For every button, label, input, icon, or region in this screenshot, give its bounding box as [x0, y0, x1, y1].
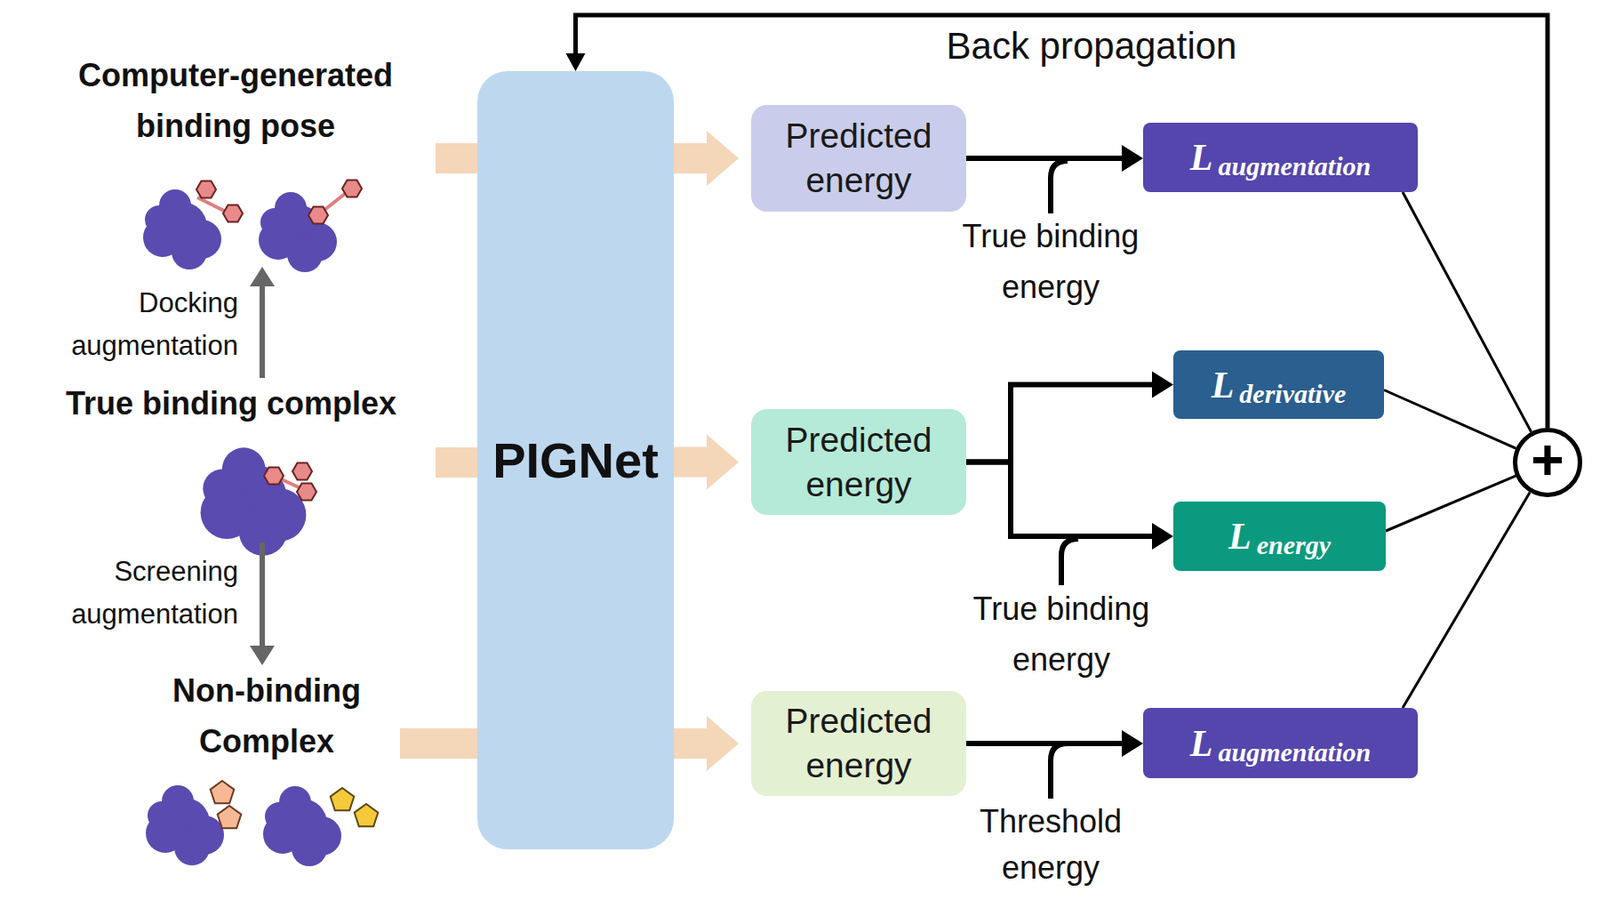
arrowhead: [706, 715, 739, 771]
loss-subscript: augmentation: [1217, 736, 1371, 768]
connector: [1384, 390, 1516, 449]
non-binding-complex-1: [145, 780, 241, 865]
connector-line: [966, 462, 1153, 537]
flow-arrow: [435, 158, 478, 160]
loss-box: Lderivative: [1173, 350, 1384, 419]
connector-line: [576, 15, 1549, 428]
edge-label: Screening augmentation: [24, 550, 239, 636]
loss-box: Laugmentation: [1143, 707, 1418, 778]
arrowhead: [1121, 144, 1144, 172]
flow-arrow: [400, 743, 478, 744]
complex-group: True binding complex: [26, 377, 436, 543]
node-label: PIGNet: [492, 431, 659, 489]
pose-group: Computer-generated binding pose: [35, 49, 436, 267]
edge-label: Docking augmentation: [24, 281, 239, 368]
loss-symbol: L: [1228, 514, 1252, 558]
arrowhead: [249, 645, 275, 665]
docked-pose-2: [258, 180, 362, 273]
node-label: True binding complex: [26, 377, 436, 429]
loss-symbol: L: [1190, 136, 1214, 179]
node-label: Computer-generated binding pose: [35, 49, 436, 152]
arrowhead: [706, 434, 739, 490]
connector-line: [259, 285, 265, 378]
arrowhead: [1152, 371, 1174, 399]
docked-pose-1: [143, 181, 243, 271]
edge-label: Back propagation: [913, 24, 1270, 69]
connector-line: [1384, 390, 1516, 449]
arrowhead: [1121, 729, 1144, 757]
connector: [1402, 492, 1530, 708]
output-box: Predicted energy: [751, 104, 967, 212]
loss-box: Lenergy: [1173, 501, 1386, 571]
edge-label: True binding energy: [945, 583, 1177, 685]
connector-line: [966, 384, 1153, 463]
output-box: Predicted energy: [751, 690, 967, 796]
edge-label: True binding energy: [935, 210, 1167, 312]
flow-arrow: [435, 462, 478, 464]
node-label: Predicted energy: [760, 113, 958, 203]
output-box: Predicted energy: [751, 408, 967, 515]
edge-label: Threshold energy: [935, 798, 1167, 891]
connector-line: [673, 728, 708, 759]
connector: [966, 462, 1174, 551]
connector: [1385, 475, 1516, 531]
loss-symbol: L: [1211, 363, 1235, 407]
connector-line: [966, 740, 1123, 746]
node-label: +: [1530, 431, 1564, 488]
non-binding-complex-2: [263, 785, 378, 866]
connector-line: [673, 143, 708, 174]
connector: [966, 729, 1144, 757]
connector-line: [400, 728, 478, 759]
arrowhead: [1152, 522, 1174, 550]
connector: [966, 144, 1144, 172]
flow-arrow: [673, 130, 739, 186]
true-complex: [200, 447, 317, 556]
connector: [249, 542, 275, 665]
arrowhead: [249, 266, 275, 287]
loss-subscript: derivative: [1239, 378, 1346, 409]
connector-line: [435, 143, 478, 174]
connector: [1402, 192, 1532, 432]
connector-line: [259, 542, 265, 647]
arrowhead: [706, 130, 739, 186]
loss-subscript: augmentation: [1217, 151, 1371, 182]
model-box: PIGNet: [477, 71, 674, 849]
connector: [566, 15, 1549, 428]
connector-line: [1402, 192, 1532, 432]
node-label: Non-binding Complex: [133, 664, 400, 767]
connector-line: [435, 447, 478, 478]
connector-line: [1385, 475, 1516, 531]
arrowhead: [566, 53, 586, 72]
complex-group: Non-binding Complex: [133, 664, 400, 858]
flow-arrow: [673, 434, 739, 490]
loss-symbol: L: [1190, 721, 1214, 765]
node-label: Predicted energy: [760, 417, 958, 507]
loss-box: Laugmentation: [1143, 122, 1418, 192]
sum-circle: +: [1512, 427, 1583, 497]
flow-arrow: [673, 715, 739, 771]
connector-line: [966, 155, 1123, 161]
label-leaders: [1050, 160, 1079, 799]
connector-line: [673, 447, 708, 478]
loss-subscript: energy: [1256, 529, 1331, 560]
connector: [249, 266, 275, 378]
connector: [966, 371, 1174, 463]
connector-line: [1402, 492, 1530, 708]
node-label: Predicted energy: [760, 698, 958, 788]
